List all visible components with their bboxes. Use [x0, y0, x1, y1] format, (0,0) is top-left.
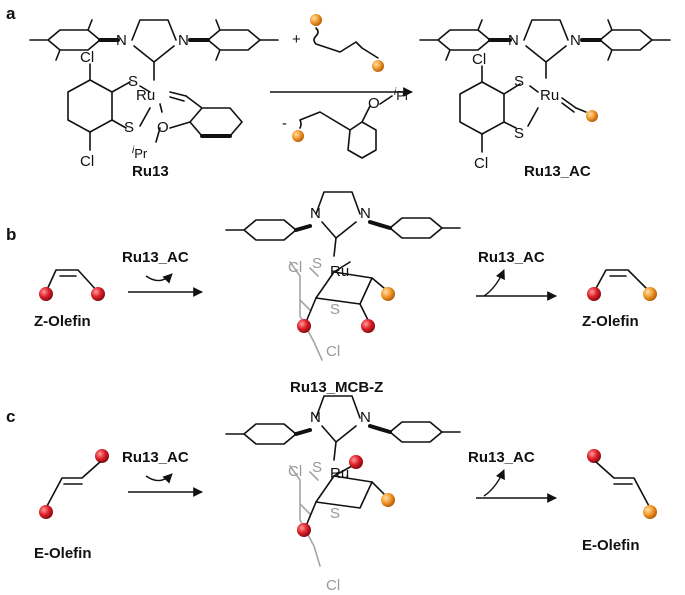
- red-substituent: [39, 287, 53, 301]
- cl-grey-bottom-label: Cl: [326, 577, 340, 594]
- orange-substituent: [372, 60, 384, 72]
- minus-sign: -: [282, 115, 287, 132]
- s-grey-bottom-label: S: [330, 505, 340, 522]
- e-olefin-substrate-label: E-Olefin: [34, 545, 92, 562]
- ru13-ac-label: Ru13_AC: [524, 163, 591, 180]
- cl-bottom-label: Cl: [80, 153, 94, 170]
- n-right-label: N: [178, 32, 189, 49]
- red-substituent: [587, 287, 601, 301]
- cl-top-label: Cl: [80, 49, 94, 66]
- orange-substituent: [586, 110, 598, 122]
- orange-substituent: [310, 14, 322, 26]
- red-substituent: [39, 505, 53, 519]
- panel-a-letter: a: [6, 4, 16, 23]
- panel-c: c E-Olefin Ru13_AC: [6, 395, 657, 594]
- red-substituent: [297, 319, 311, 333]
- panel-c-letter: c: [6, 407, 15, 426]
- ru13-mcb-e-structure: N N Ru Cl S S Cl: [225, 395, 461, 594]
- s-top-label: S: [514, 73, 524, 90]
- ru-label: Ru: [330, 263, 349, 280]
- orange-substituent: [643, 505, 657, 519]
- n-left-label: N: [116, 32, 127, 49]
- cl-top-label: Cl: [472, 51, 486, 68]
- ru13-label: Ru13: [132, 163, 169, 180]
- orange-substituent: [643, 287, 657, 301]
- ipr-label: iPr: [132, 145, 148, 161]
- z-olefin-substrate-label: Z-Olefin: [34, 313, 91, 330]
- ru13-mcb-z-label: Ru13_MCB-Z: [290, 379, 383, 396]
- n-right-label: N: [360, 409, 371, 426]
- panel-b-letter: b: [6, 225, 16, 244]
- e-olefin-product-label: E-Olefin: [582, 537, 640, 554]
- catalyst-in-label-c: Ru13_AC: [122, 449, 189, 466]
- n-left-label: N: [508, 32, 519, 49]
- o-byproduct-label: O: [368, 95, 380, 112]
- ru13-mcb-z-structure: N N Ru Cl S S Cl: [225, 191, 461, 361]
- s-bottom-label: S: [124, 119, 134, 136]
- n-left-label: N: [310, 205, 321, 222]
- orange-substituent: [381, 287, 395, 301]
- ipr-byproduct-label: iPr: [394, 87, 410, 103]
- orange-substituent: [292, 130, 304, 142]
- cl-grey-top-label: Cl: [288, 259, 302, 276]
- red-substituent: [361, 319, 375, 333]
- n-right-label: N: [360, 205, 371, 222]
- catalyst-in-label-b: Ru13_AC: [122, 249, 189, 266]
- red-substituent: [349, 455, 363, 469]
- ru-label: Ru: [330, 465, 349, 482]
- s-grey-bottom-label: S: [330, 301, 340, 318]
- s-top-label: S: [128, 73, 138, 90]
- panel-b: b Z-Olefin Ru13_AC: [6, 191, 657, 396]
- n-left-label: N: [310, 409, 321, 426]
- catalyst-out-label-c: Ru13_AC: [468, 449, 535, 466]
- cl-bottom-label: Cl: [474, 155, 488, 172]
- s-grey-top-label: S: [312, 459, 322, 476]
- ru-label: Ru: [136, 87, 155, 104]
- red-substituent: [297, 523, 311, 537]
- panel-a: a: [6, 4, 671, 180]
- ru-label: Ru: [540, 87, 559, 104]
- orange-substituent: [381, 493, 395, 507]
- cl-grey-top-label: Cl: [288, 463, 302, 480]
- s-grey-top-label: S: [312, 255, 322, 272]
- plus-sign: +: [292, 31, 301, 48]
- catalyst-out-label-b: Ru13_AC: [478, 249, 545, 266]
- ru13-ac-structure: N N Ru S S Cl Cl Ru13_AC: [419, 19, 671, 180]
- ru13-structure: N N Ru S S O Cl Cl iPr Ru13: [29, 19, 279, 180]
- red-substituent: [587, 449, 601, 463]
- red-substituent: [91, 287, 105, 301]
- s-bottom-label: S: [514, 125, 524, 142]
- o-label: O: [157, 119, 169, 136]
- cl-grey-bottom-label: Cl: [326, 343, 340, 360]
- z-olefin-product-label: Z-Olefin: [582, 313, 639, 330]
- red-substituent: [95, 449, 109, 463]
- n-right-label: N: [570, 32, 581, 49]
